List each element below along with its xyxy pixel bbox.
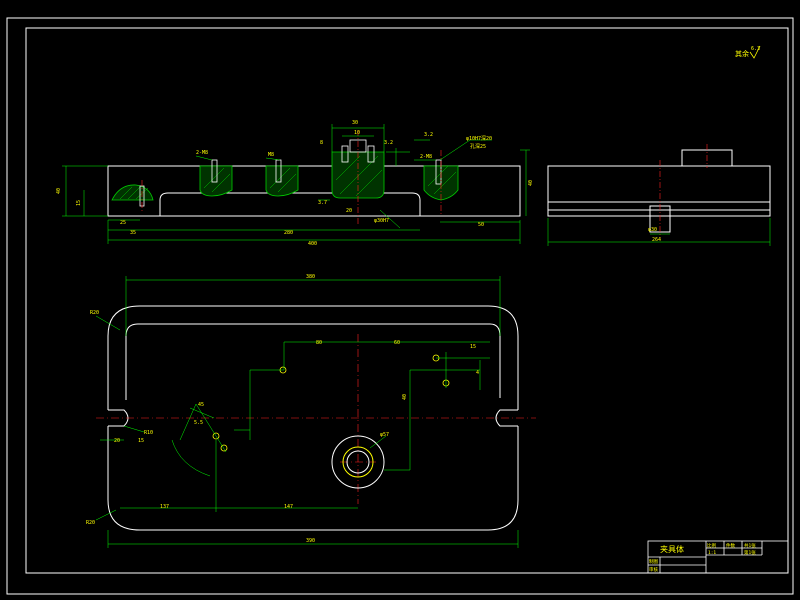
- label-pin-left: 2-M8: [196, 150, 208, 156]
- dim-center-mark: 3.7: [318, 200, 327, 206]
- front-view-centerlines: [141, 130, 442, 224]
- dim-pin-dim: 8: [320, 140, 323, 146]
- dim-left-small: 25: [120, 220, 126, 226]
- front-view-dim-text: 400 280 35 25 50 40 15 40 30 10 8 2-M8 M…: [56, 120, 534, 247]
- side-view: 264 φ30: [547, 144, 771, 246]
- dim-top-slot: 30: [352, 120, 358, 126]
- top-view-main-bore: [331, 435, 385, 489]
- side-view-dim-lines: [547, 218, 771, 246]
- front-view: 400 280 35 25 50 40 15 40 30 10 8 2-M8 M…: [56, 120, 534, 247]
- side-view-dim-text: 264 φ30: [648, 227, 661, 243]
- dim-x1: 80: [316, 340, 322, 346]
- dim-bore-dia: φ30H7: [374, 218, 389, 224]
- dim-y1: 15: [470, 344, 476, 350]
- top-view-angle-lines: [171, 403, 227, 477]
- dim-angle: 45: [198, 402, 204, 408]
- dim-top-slot-inner: 10: [354, 130, 360, 136]
- dim-y2: 40: [402, 394, 408, 400]
- drawing-frame: [6, 17, 794, 595]
- dim-slot-small: 3.2: [384, 140, 393, 146]
- title-cell-scale-label: 比例: [707, 542, 716, 549]
- dim-side-width: 264: [652, 237, 661, 243]
- surface-finish-value: 6.3: [751, 46, 760, 52]
- dim-r-slot: R10: [144, 430, 153, 436]
- note-right: φ10H7深20: [466, 135, 492, 142]
- title-cell-drawn: 制图: [649, 558, 658, 565]
- dim-slot-w: 20: [114, 438, 120, 444]
- dim-top-bottom-total: 390: [306, 538, 315, 544]
- title-part-name: 夹具体: [660, 544, 684, 554]
- title-cell-total-sheets: 共1张: [744, 542, 756, 549]
- dim-side-bottom: φ30: [648, 227, 657, 233]
- surface-finish-symbol: 其余 6.3: [735, 45, 761, 59]
- dim-height-small: 15: [76, 200, 82, 206]
- label-pin-mid: M8: [268, 152, 274, 158]
- dim-x4: 147: [284, 504, 293, 510]
- front-view-dim-lines: [62, 124, 530, 244]
- top-view: 380 390 R20 R20 80 60 137 147 15 4 40 R1…: [86, 274, 536, 548]
- dim-hole-dia: φ57: [380, 432, 389, 438]
- dim-ang-dim: 5.5: [194, 420, 203, 426]
- top-view-dim-lines: [95, 276, 519, 548]
- top-view-centerlines: [96, 334, 536, 504]
- dim-height-left: 40: [56, 188, 62, 194]
- dim-left-offset: 35: [130, 230, 136, 236]
- dim-x2: 60: [394, 340, 400, 346]
- dim-slot-depth: 20: [346, 208, 352, 214]
- dim-slot-w2: 15: [138, 438, 144, 444]
- dim-top-overall: 380: [306, 274, 315, 280]
- title-block: 夹具体 比例 件数 共1张 1:1 第1张 制图 审核: [647, 540, 789, 574]
- title-cell-sheet-no: 第1张: [744, 549, 756, 556]
- dim-right-offset: 50: [478, 222, 484, 228]
- label-pin-right: 2-M8: [420, 154, 432, 160]
- title-cell-count-label: 件数: [726, 542, 735, 549]
- surface-finish-check-icon: [749, 45, 761, 59]
- note-right2: 孔深25: [470, 143, 486, 150]
- side-view-centerlines: [659, 144, 708, 238]
- title-cell-checked: 审核: [649, 566, 658, 573]
- dim-overall-width: 400: [308, 241, 317, 247]
- surface-finish-label: 其余: [735, 49, 749, 58]
- dim-inner-recess: 280: [284, 230, 293, 236]
- dim-small-hole: 4: [476, 370, 479, 376]
- title-cell-scale-value: 1:1: [708, 550, 716, 556]
- dim-corner-top: R20: [90, 310, 99, 316]
- dim-height-right: 40: [528, 180, 534, 186]
- dim-slot-small2: 3.2: [424, 132, 433, 138]
- top-view-dim-text: 380 390 R20 R20 80 60 137 147 15 4 40 R1…: [86, 274, 479, 544]
- dim-corner-bottom: R20: [86, 520, 95, 526]
- dim-x3: 137: [160, 504, 169, 510]
